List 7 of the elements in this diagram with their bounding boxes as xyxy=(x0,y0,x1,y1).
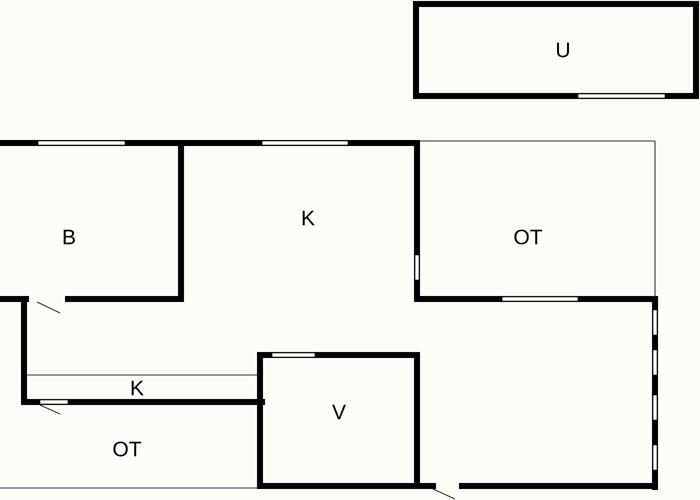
room-label: OT xyxy=(514,230,542,244)
room-label: K xyxy=(132,380,144,396)
room-label: V xyxy=(332,404,346,420)
room-label: OT xyxy=(113,442,142,456)
room-label: U xyxy=(557,42,569,58)
room-label: B xyxy=(64,230,75,244)
room-label: K xyxy=(302,210,315,226)
